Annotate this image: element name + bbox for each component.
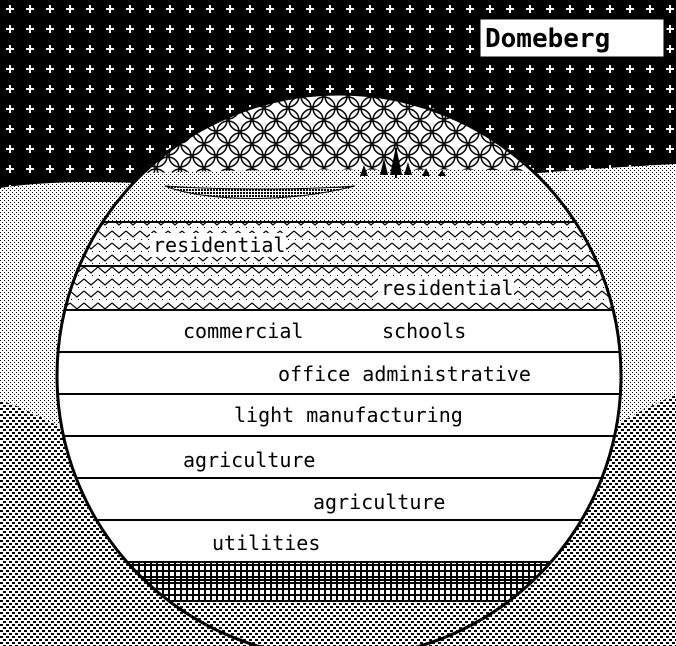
- label-commercial: commercial: [183, 319, 303, 343]
- label-residential-2: residential: [381, 276, 513, 300]
- title-box: Domeberg: [477, 16, 667, 60]
- residential-band-2: [57, 266, 621, 310]
- label-office-administrative: office administrative: [278, 362, 531, 386]
- label-bg-res2: [378, 276, 514, 300]
- label-residential-1: residential: [153, 233, 285, 257]
- label-utilities: utilities: [212, 531, 320, 555]
- label-bg-res1: [150, 233, 286, 257]
- label-light-manufacturing: light manufacturing: [234, 403, 463, 427]
- label-agriculture-1: agriculture: [183, 448, 315, 472]
- title-frame: [477, 16, 667, 60]
- label-schools: schools: [382, 319, 466, 343]
- dome-outline: [55, 92, 623, 646]
- diagram-title: Domeberg: [485, 24, 610, 54]
- layer-labels: residential residential commercial schoo…: [150, 233, 531, 555]
- label-agriculture-2: agriculture: [313, 490, 445, 514]
- lake: [164, 185, 356, 199]
- dome-surface: [57, 169, 621, 222]
- residential-band-1: [57, 222, 621, 266]
- level-dividers: [57, 221, 621, 581]
- trees: [360, 146, 446, 178]
